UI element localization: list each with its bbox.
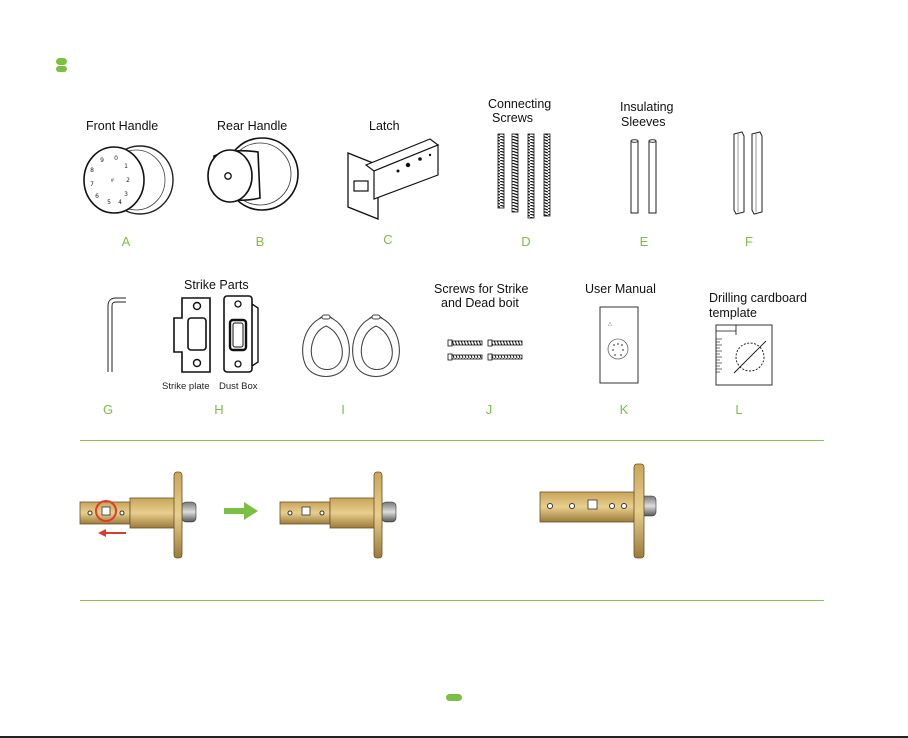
svg-text:5: 5 xyxy=(107,199,111,206)
key-fobs-icon xyxy=(298,300,398,382)
letter-e: E xyxy=(640,234,649,249)
divider-bottom xyxy=(80,600,824,601)
green-arrow-right-icon xyxy=(224,502,258,520)
latch-extended-icon xyxy=(78,468,208,562)
label-strike-plate: Strike plate xyxy=(162,381,210,392)
latch-short-icon xyxy=(536,460,666,562)
label-connecting-screws-2: Screws xyxy=(492,111,533,126)
svg-text:#: # xyxy=(111,178,114,184)
letter-k: K xyxy=(620,402,629,417)
letter-f: F xyxy=(745,234,753,249)
label-drilling-template-1: Drilling cardboard xyxy=(709,291,807,306)
letter-c: C xyxy=(383,232,392,247)
label-latch: Latch xyxy=(369,119,400,134)
header-marker-icon-2 xyxy=(56,66,67,72)
latch-retracted-icon xyxy=(278,468,408,562)
connecting-screws-icon xyxy=(494,130,564,222)
svg-text:9: 9 xyxy=(100,157,104,164)
svg-text:3: 3 xyxy=(124,191,128,198)
letter-h: H xyxy=(214,402,223,417)
label-rear-handle: Rear Handle xyxy=(217,119,287,134)
label-insulating-sleeves-1: Insulating xyxy=(620,100,674,115)
svg-text:4: 4 xyxy=(118,199,122,206)
letter-d: D xyxy=(521,234,530,249)
svg-text:7: 7 xyxy=(90,181,94,188)
label-front-handle: Front Handle xyxy=(86,119,158,134)
drilling-template-icon xyxy=(714,323,774,387)
letter-a: A xyxy=(122,234,131,249)
svg-text:△: △ xyxy=(608,321,612,327)
letter-j: J xyxy=(486,402,493,417)
label-user-manual: User Manual xyxy=(585,282,656,297)
latch-icon xyxy=(338,135,446,221)
hex-key-icon xyxy=(98,294,132,376)
header-marker-icon xyxy=(56,58,67,65)
label-dust-box: Dust Box xyxy=(219,381,258,392)
footer-marker-icon xyxy=(446,694,462,701)
red-arrow-left-icon xyxy=(98,528,128,538)
svg-text:8: 8 xyxy=(90,167,94,174)
strike-plate-icon xyxy=(170,296,220,376)
label-strike-screws-2: and Dead boit xyxy=(441,296,519,311)
letter-g: G xyxy=(103,402,113,417)
svg-text:6: 6 xyxy=(95,193,99,200)
spindle-bars-icon xyxy=(728,128,776,220)
strike-screws-icon xyxy=(446,334,530,368)
label-insulating-sleeves-2: Sleeves xyxy=(621,115,665,130)
svg-text:1: 1 xyxy=(124,163,128,170)
svg-text:0: 0 xyxy=(114,155,118,162)
label-strike-screws-1: Screws for Strike xyxy=(434,282,528,297)
letter-l: L xyxy=(735,402,742,417)
label-connecting-screws-1: Connecting xyxy=(488,97,551,112)
divider-top xyxy=(80,440,824,441)
dust-box-icon xyxy=(220,294,266,376)
insulating-sleeves-icon xyxy=(626,138,666,218)
label-drilling-template-2: template xyxy=(709,306,757,321)
svg-text:2: 2 xyxy=(126,177,130,184)
letter-b: B xyxy=(256,234,265,249)
letter-i: I xyxy=(341,402,345,417)
user-manual-icon: △ xyxy=(598,305,642,387)
rear-handle-icon xyxy=(202,136,302,216)
label-strike-parts: Strike Parts xyxy=(184,278,249,293)
